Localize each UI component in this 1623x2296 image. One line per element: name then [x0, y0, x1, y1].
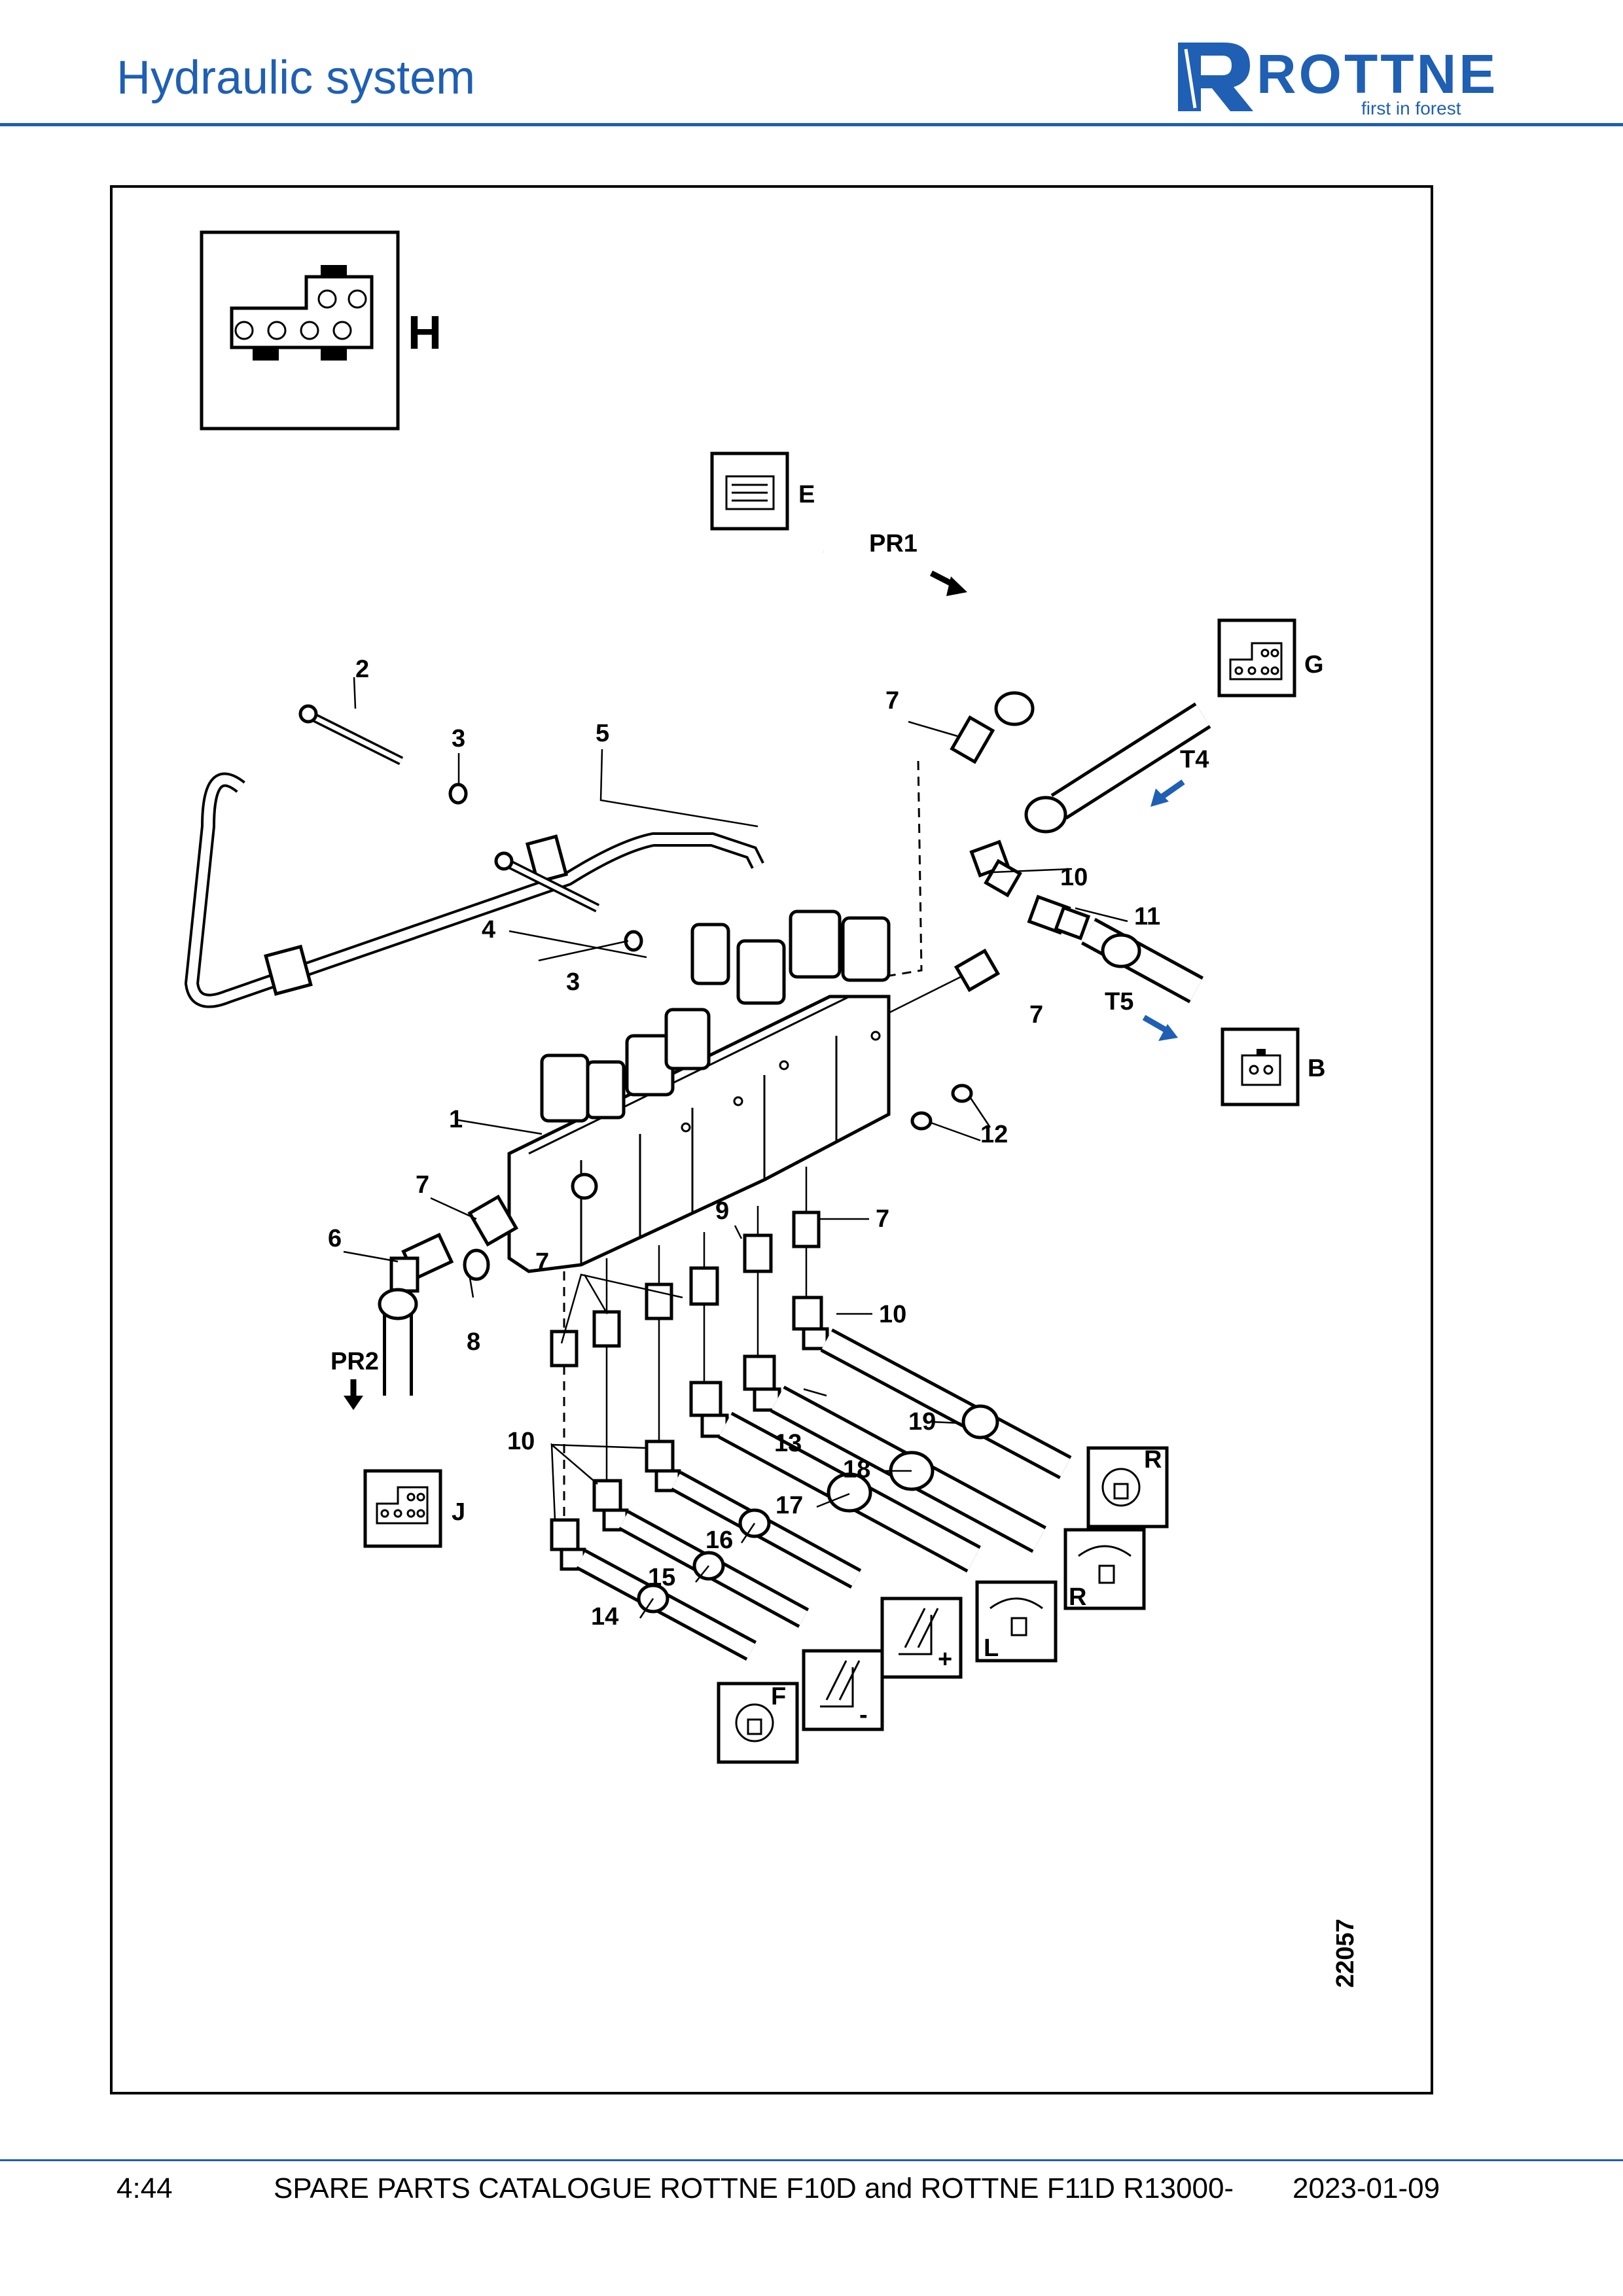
connector-j-icon — [363, 1469, 442, 1548]
part-number-label: 7 — [876, 1205, 889, 1233]
elbow-fittings-10-bottom — [550, 1296, 829, 1571]
connector-b-label: B — [1308, 1055, 1325, 1082]
t4-hose-fitting — [1024, 796, 1067, 834]
t5-hose-fitting — [1101, 933, 1141, 968]
tee-fitting-11 — [1027, 894, 1091, 941]
leader-lines — [343, 677, 1128, 1619]
part-number-label: 16 — [705, 1527, 733, 1554]
ladder-minus-icon: - — [802, 1649, 884, 1731]
connector-g-label: G — [1304, 651, 1324, 679]
elbow-fitting-6 — [389, 1233, 454, 1293]
part-number-label: 14 — [591, 1603, 618, 1631]
connector-h-label: H — [408, 307, 442, 359]
connector-g-icon — [1217, 618, 1296, 698]
hoses-14-19 — [575, 1328, 1072, 1661]
page-number: 4:44 — [116, 2172, 173, 2204]
catalogue-date: 2023-01-09 — [1293, 2172, 1440, 2204]
valve-block-1 — [507, 995, 891, 1273]
boom-lock-right-icon: R — [1086, 1446, 1169, 1528]
part-number-label: 6 — [328, 1225, 342, 1252]
flow-label-pr2: PR2 — [330, 1348, 379, 1375]
connector-b-icon — [1221, 1027, 1300, 1106]
pr2-hose-fitting — [378, 1288, 418, 1320]
part-number-label: 1 — [449, 1106, 463, 1133]
part-number-label: 11 — [1134, 903, 1160, 930]
part-number-label: 10 — [1060, 864, 1088, 891]
elbow-fitting-10-top — [969, 839, 1022, 898]
plug-12-b — [910, 1111, 933, 1131]
part-number-label: 17 — [776, 1492, 803, 1519]
dashed-guide-lines — [563, 1167, 808, 1520]
washer-3-upper — [448, 783, 468, 805]
diagram-frame — [110, 185, 1433, 2094]
part-number-label: 3 — [566, 968, 580, 996]
part-number-label: 10 — [507, 1428, 535, 1455]
part-number-label: 8 — [467, 1328, 480, 1356]
page-title: Hydraulic system — [116, 52, 476, 104]
part-number-label: 9 — [715, 1197, 729, 1225]
svg-text:-: - — [859, 1701, 868, 1729]
header-divider — [0, 123, 1623, 126]
plug-12-a — [951, 1084, 973, 1103]
part-number-label: 7 — [885, 687, 899, 715]
drawing-number: 22057 — [1332, 1918, 1359, 1988]
part-number-label: 19 — [908, 1408, 936, 1436]
connector-j-label: J — [452, 1498, 465, 1526]
connector-e-icon — [710, 451, 789, 531]
solenoid-coils — [540, 910, 891, 1123]
part-number-label: 10 — [879, 1301, 906, 1328]
svg-text:R: R — [1069, 1583, 1086, 1611]
part-number-label: 13 — [774, 1430, 802, 1457]
svg-text:R: R — [1144, 1446, 1162, 1474]
pr1-hose-fitting — [994, 691, 1035, 726]
part-number-label: 18 — [843, 1456, 870, 1483]
flow-label-t5: T5 — [1105, 988, 1133, 1016]
part-number-label: 3 — [452, 725, 465, 752]
part-number-label: 7 — [416, 1171, 429, 1199]
logo-tagline: first in forest — [1361, 98, 1461, 118]
part-number-label: 12 — [980, 1121, 1008, 1148]
nipple-fitting-7-right — [954, 948, 1001, 993]
part-number-label: 7 — [535, 1248, 549, 1276]
svg-text:+: + — [938, 1646, 952, 1673]
connector-e-label: E — [798, 481, 815, 508]
plug-8 — [463, 1248, 490, 1281]
nipple-fitting-7-left — [467, 1194, 519, 1247]
ladder-plus-icon: + — [880, 1597, 963, 1679]
part-number-label: 7 — [1029, 1001, 1043, 1029]
nipple-fitting-7-top — [950, 715, 995, 764]
svg-text:L: L — [984, 1634, 999, 1662]
rottne-r-emblem-icon — [1178, 43, 1253, 111]
svg-text:F: F — [771, 1683, 786, 1710]
footer-divider — [0, 2159, 1623, 2161]
rotate-lock-right-icon: R — [1063, 1528, 1146, 1611]
rotate-lock-left-icon: L — [975, 1580, 1058, 1663]
hydraulic-exploded-diagram: H E PR1 G T4 T5 — [184, 230, 1359, 1988]
part-number-label: 5 — [596, 720, 609, 747]
part-number-label: 4 — [482, 916, 495, 944]
rottne-logo: ROTTNE first in forest — [1171, 36, 1512, 118]
flow-label-pr1: PR1 — [869, 530, 918, 557]
logo-wordmark: ROTTNE — [1257, 43, 1499, 105]
part-number-label: 2 — [355, 656, 369, 683]
catalogue-title: SPARE PARTS CATALOGUE ROTTNE F10D and RO… — [274, 2172, 1234, 2204]
part-number-label: 15 — [648, 1564, 675, 1591]
boom-lock-front-icon: F — [717, 1682, 799, 1764]
connector-h-icon — [200, 230, 400, 431]
flow-label-t4: T4 — [1180, 746, 1209, 773]
